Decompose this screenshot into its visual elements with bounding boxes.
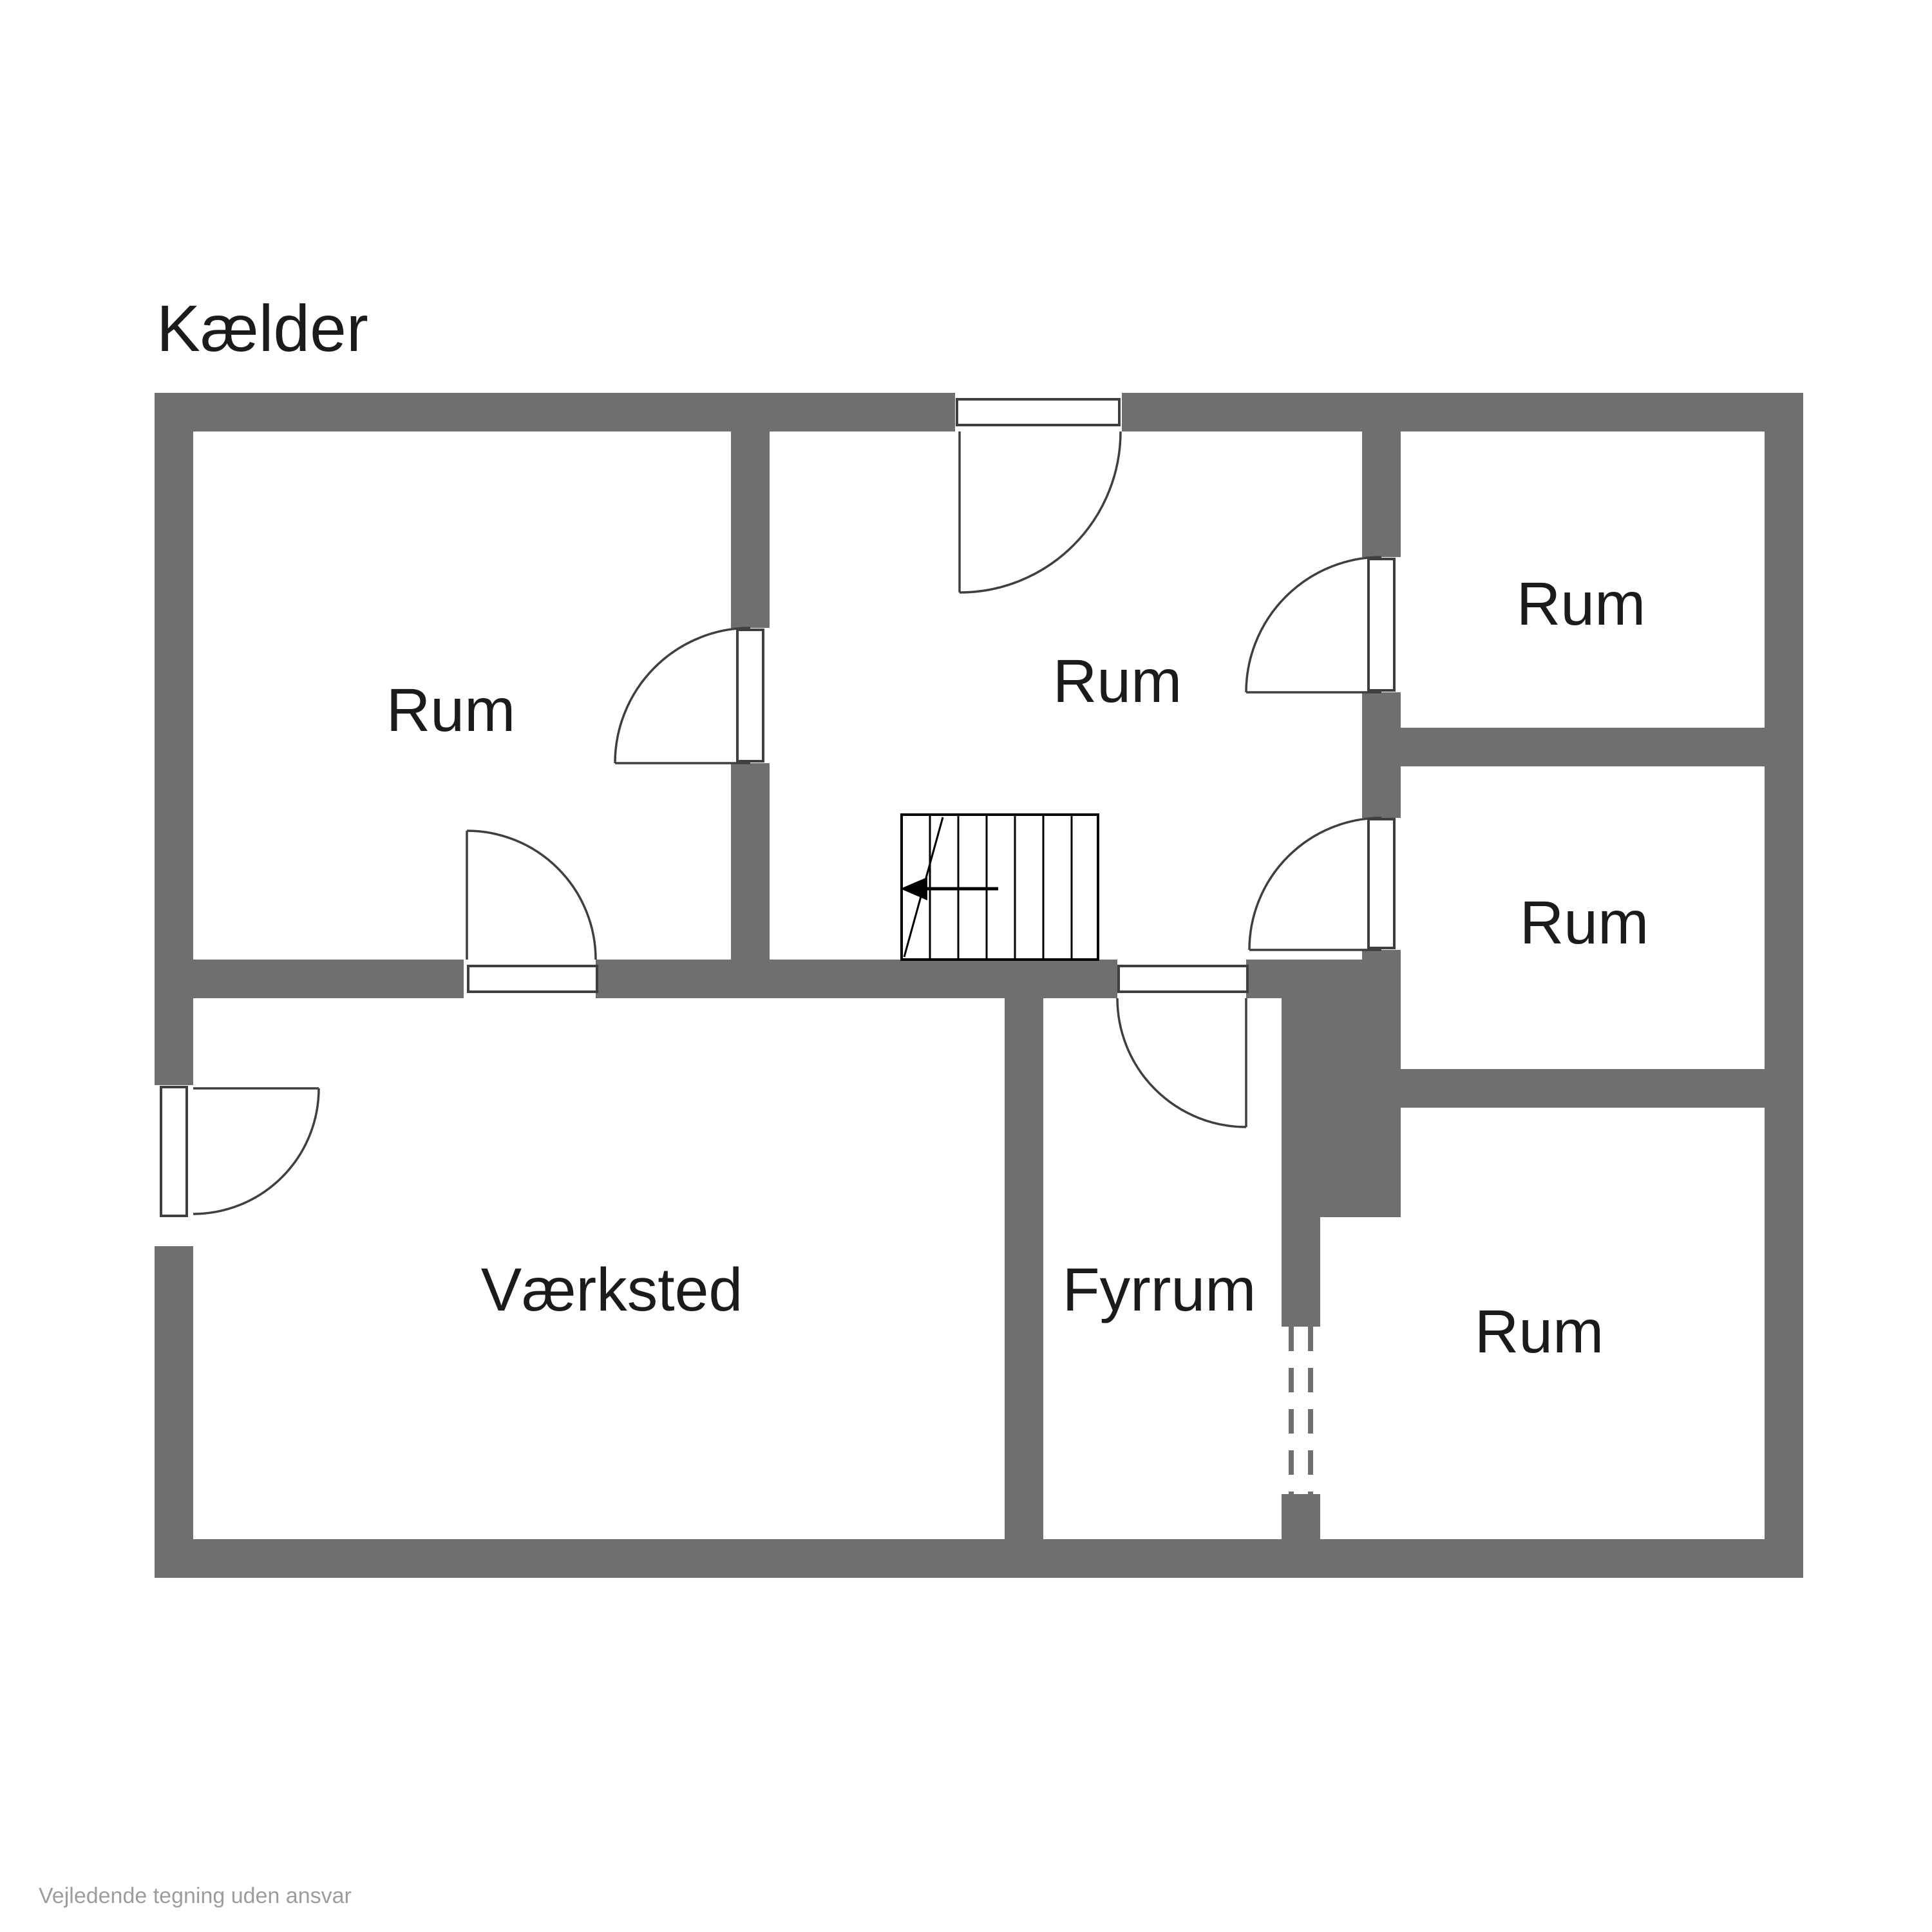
wall-segment — [155, 393, 193, 1085]
wall-segment — [1005, 998, 1043, 1539]
wall-segment — [1362, 431, 1401, 557]
wall-segment — [1401, 728, 1765, 766]
plan-title: Kælder — [156, 292, 368, 365]
wall-segment — [731, 431, 770, 628]
door-swing-arc — [466, 829, 597, 960]
door-panel — [736, 629, 764, 762]
door-top-entrance — [956, 398, 1122, 594]
wall-segment — [1362, 950, 1401, 960]
door-swing-arc — [1245, 556, 1382, 693]
walls — [155, 393, 1803, 1578]
door-exterior-left — [160, 1086, 320, 1217]
room-labels: Rum Rum Rum Rum Værksted Fyrrum Rum — [386, 570, 1649, 1366]
door-to-boiler-room — [1116, 965, 1249, 1128]
door-swing-arc — [614, 627, 751, 764]
door-panel — [1367, 818, 1396, 949]
wall-segment — [1282, 960, 1401, 1217]
disclaimer-text: Vejledende tegning uden ansvar — [39, 1884, 352, 1908]
wall-segment — [1122, 393, 1803, 431]
staircase — [900, 813, 1099, 961]
wall-segment — [1362, 692, 1401, 818]
wall-segment — [1282, 1494, 1320, 1539]
door-topleft-to-workshop — [466, 829, 598, 993]
dashed-opening — [1289, 1327, 1313, 1494]
door-panel — [467, 965, 598, 993]
door-swing-arc — [193, 1088, 320, 1215]
door-topleft-to-center — [614, 627, 764, 764]
wall-segment — [193, 960, 464, 998]
wall-segment — [1401, 1069, 1765, 1108]
room-label-rum-mid-right: Rum — [1520, 889, 1649, 957]
door-swing-arc — [1248, 817, 1382, 951]
door-panel — [1367, 558, 1396, 692]
room-label-rum-top-right: Rum — [1517, 570, 1646, 638]
wall-segment — [731, 763, 770, 960]
stair-arrow-head-icon — [900, 877, 927, 900]
wall-segment — [155, 1539, 1803, 1578]
door-center-to-topright — [1245, 556, 1396, 694]
room-label-rum-center: Rum — [1053, 647, 1182, 715]
room-label-rum-top-left: Rum — [386, 676, 516, 744]
door-panel — [956, 398, 1121, 426]
wall-segment — [1765, 393, 1803, 1578]
stair-outline — [900, 813, 1099, 961]
door-swing-arc — [959, 431, 1122, 594]
door-center-to-midright — [1248, 817, 1396, 951]
room-label-fyrrum: Fyrrum — [1063, 1256, 1256, 1324]
wall-segment — [596, 960, 1117, 998]
door-panel — [160, 1086, 188, 1217]
room-label-rum-bottom-right: Rum — [1475, 1298, 1604, 1366]
door-swing-arc — [1116, 998, 1247, 1128]
door-panel — [1117, 965, 1249, 993]
wall-segment — [1246, 960, 1282, 998]
wall-segment — [155, 393, 955, 431]
wall-segment — [1282, 1217, 1320, 1327]
wall-segment — [155, 1246, 193, 1578]
room-label-vaerksted: Værksted — [481, 1256, 743, 1324]
